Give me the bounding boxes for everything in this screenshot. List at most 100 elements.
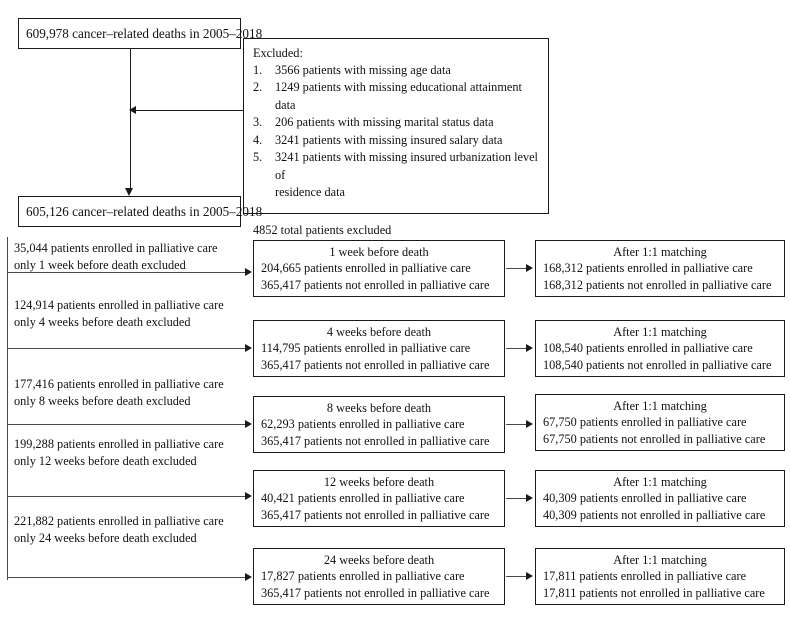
exclusion-label-line2: only 8 weeks before death excluded: [14, 394, 191, 409]
cohort-box-4weeks: 4 weeks before death 114,795 patients en…: [253, 320, 505, 377]
cohort-enrolled: 204,665 patients enrolled in palliative …: [261, 261, 471, 276]
excluded-connector-line: [135, 110, 243, 112]
excluded-list-item: 1. 3566 patients with missing age data: [253, 62, 539, 79]
branch-arrowhead-24weeks: [245, 572, 252, 581]
excluded-item-number: 5.: [253, 150, 263, 165]
excluded-heading: Excluded:: [253, 46, 303, 60]
branch-arrowhead-1week: [245, 267, 252, 276]
branch-arrowhead-8weeks: [245, 419, 252, 428]
matched-enrolled: 67,750 patients enrolled in palliative c…: [543, 415, 747, 430]
excluded-connector-arrowhead: [129, 105, 136, 114]
exclusion-label-line1: 199,288 patients enrolled in palliative …: [14, 437, 224, 451]
exclusion-label-line2: only 24 weeks before death excluded: [14, 531, 197, 546]
excluded-item-text: 1249 patients with missing educational a…: [275, 80, 522, 112]
included-cohort-text: 605,126 cancer–related deaths in 2005–20…: [26, 203, 263, 219]
match-line-4weeks: [506, 348, 527, 350]
matched-enrolled: 40,309 patients enrolled in palliative c…: [543, 491, 747, 506]
excluded-item-number: 4.: [253, 132, 263, 147]
excluded-total-text: 4852 total patients excluded: [253, 222, 392, 237]
excluded-list-item: 2. 1249 patients with missing educationa…: [253, 79, 539, 114]
cohort-not-enrolled: 365,417 patients not enrolled in palliat…: [261, 585, 490, 600]
cohort-enrolled: 40,421 patients enrolled in palliative c…: [261, 491, 465, 506]
matched-enrolled: 168,312 patients enrolled in palliative …: [543, 261, 753, 276]
match-arrowhead-4weeks: [526, 343, 533, 352]
match-line-24weeks: [506, 576, 527, 578]
exclusion-label-12weeks: 199,288 patients enrolled in palliative …: [14, 436, 246, 471]
matched-not-enrolled: 168,312 patients not enrolled in palliat…: [543, 277, 772, 292]
matched-enrolled: 108,540 patients enrolled in palliative …: [543, 341, 753, 356]
exclusion-label-8weeks: 177,416 patients enrolled in palliative …: [14, 376, 246, 411]
matched-header: After 1:1 matching: [613, 324, 707, 339]
excluded-item-text: 3566 patients with missing age data: [275, 63, 451, 77]
matched-box-12weeks: After 1:1 matching 40,309 patients enrol…: [535, 470, 785, 527]
branch-line-24weeks: [8, 577, 246, 579]
cohort-header: 12 weeks before death: [323, 474, 435, 489]
exclusion-label-line2: only 4 weeks before death excluded: [14, 315, 191, 330]
excluded-item-text: 3241 patients with missing insured urban…: [275, 150, 538, 182]
branch-line-12weeks: [8, 496, 246, 498]
branch-arrowhead-4weeks: [245, 343, 252, 352]
excluded-item-number: 1.: [253, 63, 263, 77]
exclusion-label-line1: 221,882 patients enrolled in palliative …: [14, 514, 224, 528]
cohort-box-12weeks: 12 weeks before death 40,421 patients en…: [253, 470, 505, 527]
main-flow-arrowhead: [125, 188, 134, 196]
cohort-header: 24 weeks before death: [323, 552, 435, 567]
excluded-list-item: 5. 3241 patients with missing insured ur…: [253, 149, 539, 184]
match-arrowhead-12weeks: [526, 493, 533, 502]
cohort-box-8weeks: 8 weeks before death 62,293 patients enr…: [253, 396, 505, 453]
cohort-not-enrolled: 365,417 patients not enrolled in palliat…: [261, 277, 490, 292]
included-cohort-box: 605,126 cancer–related deaths in 2005–20…: [18, 196, 263, 227]
exclusion-label-1week: 35,044 patients enrolled in palliative c…: [14, 240, 246, 275]
cohort-box-1week: 1 week before death 204,665 patients enr…: [253, 240, 505, 297]
exclusion-label-line2: only 1 week before death excluded: [14, 258, 186, 273]
matched-enrolled: 17,811 patients enrolled in palliative c…: [543, 569, 747, 584]
cohort-header: 4 weeks before death: [326, 324, 432, 339]
left-spine-line: [7, 237, 9, 580]
excluded-list-item: 4. 3241 patients with missing insured sa…: [253, 132, 539, 149]
cohort-box-24weeks: 24 weeks before death 17,827 patients en…: [253, 548, 505, 605]
cohort-not-enrolled: 365,417 patients not enrolled in palliat…: [261, 357, 490, 372]
match-arrowhead-8weeks: [526, 419, 533, 428]
branch-line-8weeks: [8, 424, 246, 426]
excluded-item-text: residence data: [275, 185, 345, 200]
match-arrowhead-1week: [526, 263, 533, 272]
excluded-list: 1. 3566 patients with missing age data 2…: [253, 62, 539, 202]
matched-not-enrolled: 67,750 patients not enrolled in palliati…: [543, 431, 766, 446]
excluded-list-item: 3. 206 patients with missing marital sta…: [253, 114, 539, 131]
exclusion-label-line1: 124,914 patients enrolled in palliative …: [14, 298, 224, 312]
cohort-not-enrolled: 365,417 patients not enrolled in palliat…: [261, 433, 490, 448]
cohort-not-enrolled: 365,417 patients not enrolled in palliat…: [261, 507, 490, 522]
excluded-item-text: 206 patients with missing marital status…: [275, 115, 494, 130]
match-arrowhead-24weeks: [526, 571, 533, 580]
matched-box-1week: After 1:1 matching 168,312 patients enro…: [535, 240, 785, 297]
matched-header: After 1:1 matching: [613, 398, 707, 413]
match-line-12weeks: [506, 498, 527, 500]
matched-header: After 1:1 matching: [613, 552, 707, 567]
matched-header: After 1:1 matching: [613, 474, 707, 489]
total-cohort-box: 609,978 cancer–related deaths in 2005–20…: [18, 18, 263, 49]
total-cohort-text: 609,978 cancer–related deaths in 2005–20…: [26, 25, 263, 41]
main-flow-line: [129, 49, 131, 189]
cohort-header: 1 week before death: [329, 244, 429, 259]
match-line-8weeks: [506, 424, 527, 426]
cohort-enrolled: 17,827 patients enrolled in palliative c…: [261, 569, 465, 584]
matched-box-4weeks: After 1:1 matching 108,540 patients enro…: [535, 320, 785, 377]
matched-box-24weeks: After 1:1 matching 17,811 patients enrol…: [535, 548, 785, 605]
exclusion-label-line1: 35,044 patients enrolled in palliative c…: [14, 241, 218, 255]
matched-not-enrolled: 108,540 patients not enrolled in palliat…: [543, 357, 772, 372]
cohort-enrolled: 114,795 patients enrolled in palliative …: [261, 341, 471, 356]
branch-line-4weeks: [8, 348, 246, 350]
excluded-item-number: 2.: [253, 80, 263, 95]
excluded-list-item-continuation: residence data: [253, 184, 539, 201]
branch-arrowhead-12weeks: [245, 491, 252, 500]
exclusion-label-line1: 177,416 patients enrolled in palliative …: [14, 377, 224, 391]
cohort-enrolled: 62,293 patients enrolled in palliative c…: [261, 417, 465, 432]
excluded-box: Excluded: 1. 3566 patients with missing …: [243, 38, 549, 237]
excluded-item-text: 3241 patients with missing insured salar…: [275, 132, 503, 147]
matched-header: After 1:1 matching: [613, 244, 707, 259]
match-line-1week: [506, 268, 527, 270]
cohort-header: 8 weeks before death: [326, 400, 432, 415]
excluded-item-number: 3.: [253, 115, 263, 130]
matched-box-8weeks: After 1:1 matching 67,750 patients enrol…: [535, 394, 785, 451]
